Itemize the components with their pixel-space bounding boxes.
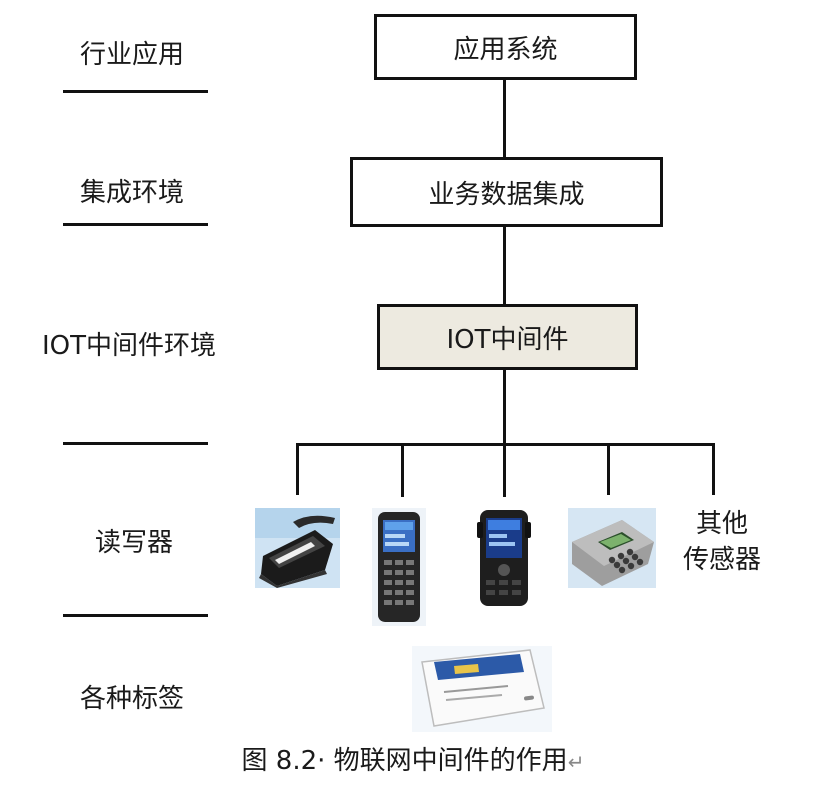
connector-line <box>503 227 506 305</box>
rfid-tag-card-icon <box>412 646 552 732</box>
layer-separator <box>63 90 208 93</box>
drop-line <box>296 443 299 495</box>
pos-terminal-icon <box>568 508 656 588</box>
other-sensors-line1: 其他 <box>695 509 748 539</box>
drop-line <box>607 443 610 495</box>
iot-middleware-box: IOT中间件 <box>377 304 638 370</box>
app-system-label: 应用系统 <box>453 34 558 65</box>
figure-caption: 图 8.2· 物联网中间件的作用↵ <box>0 740 826 777</box>
drop-line <box>712 443 715 495</box>
other-sensors-line2: 传感器 <box>682 545 761 575</box>
business-integration-box: 业务数据集成 <box>350 157 663 227</box>
rugged-pda-icon <box>474 508 534 608</box>
figure-caption-text: 图 8.2· 物联网中间件的作用 <box>241 746 568 776</box>
layer-label-reader: 读写器 <box>95 528 174 558</box>
layer-label-integration: 集成环境 <box>80 178 185 208</box>
desktop-card-reader-icon <box>255 508 340 588</box>
business-integration-label: 业务数据集成 <box>428 179 585 210</box>
connector-line <box>503 80 506 158</box>
layer-label-iot-middleware: IOT中间件环境 <box>42 331 217 361</box>
connector-line <box>503 370 506 446</box>
drop-line <box>503 443 506 497</box>
app-system-box: 应用系统 <box>374 14 637 80</box>
layer-separator <box>63 614 208 617</box>
iot-middleware-label: IOT中间件 <box>446 324 569 355</box>
layer-label-industry-app: 行业应用 <box>80 40 185 70</box>
other-sensors-label: 其他 传感器 <box>672 506 772 578</box>
layer-separator <box>63 223 208 226</box>
handheld-terminal-icon <box>372 508 426 626</box>
layer-separator <box>63 442 208 445</box>
drop-line <box>401 443 404 497</box>
layer-label-tags: 各种标签 <box>80 684 185 714</box>
paragraph-mark-icon: ↵ <box>567 750 585 774</box>
